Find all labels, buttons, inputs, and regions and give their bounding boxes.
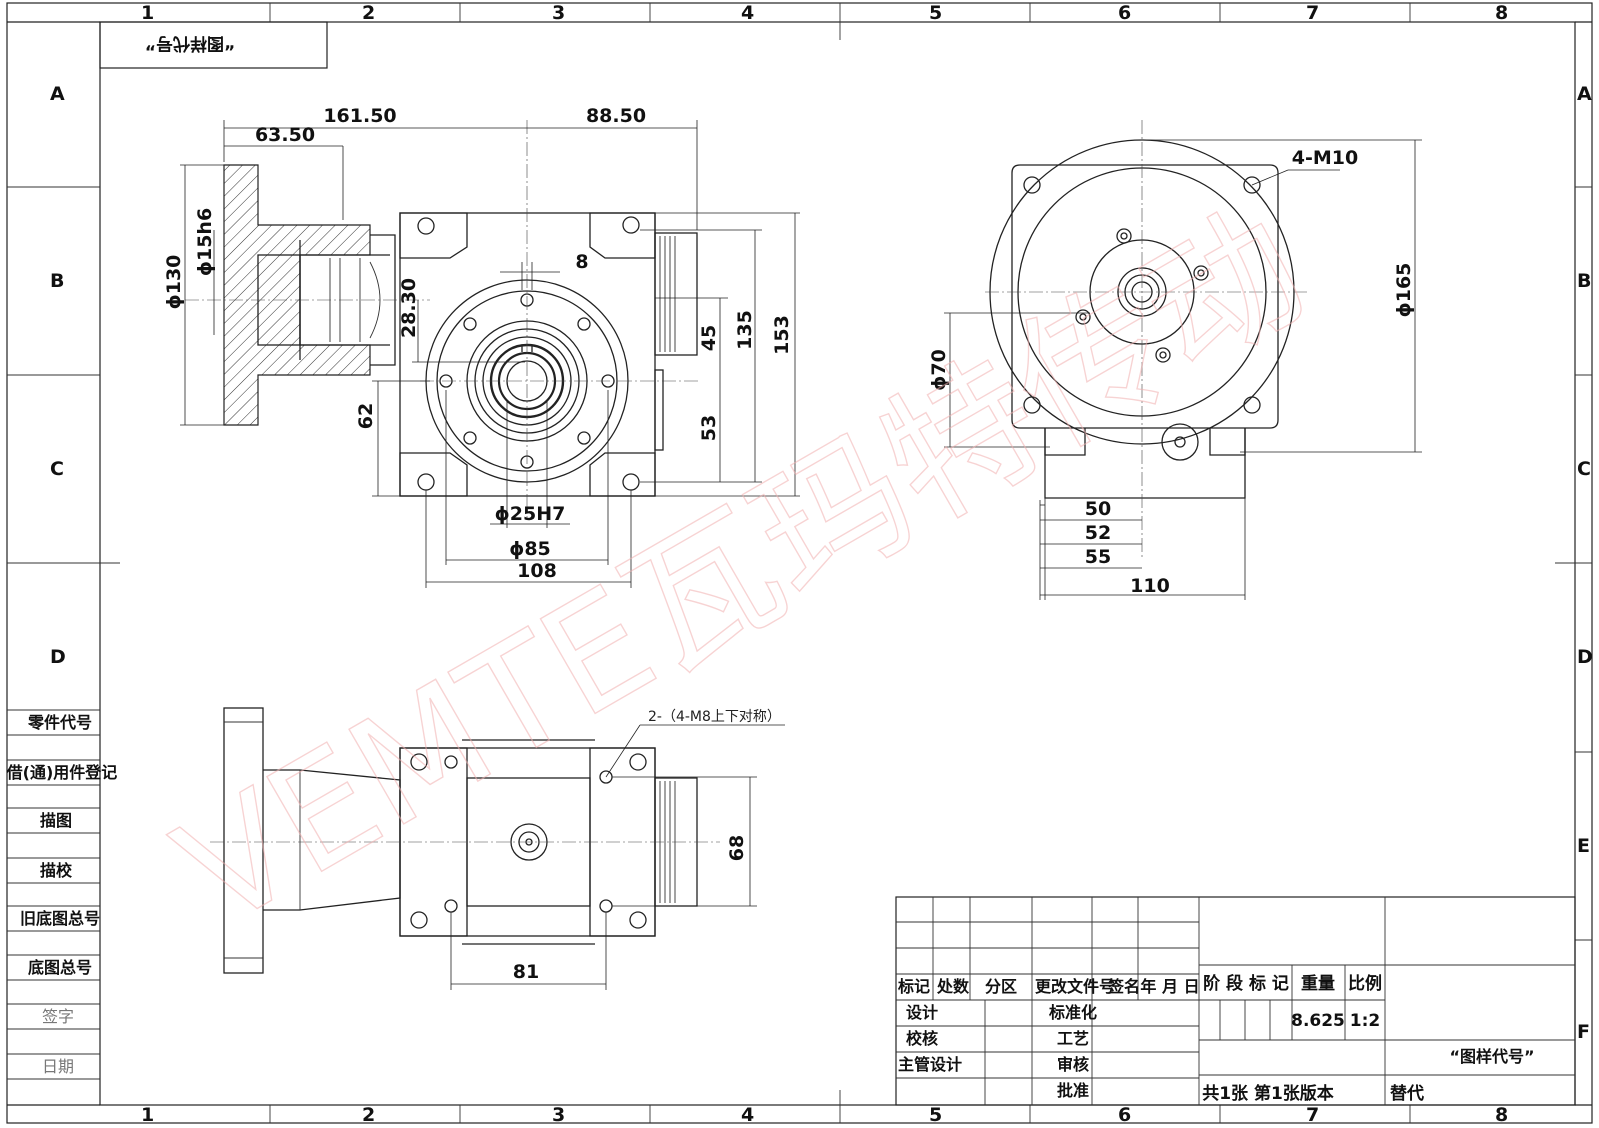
tb-weight-value: 8.625 (1291, 1011, 1345, 1031)
tb-role-design: 设计 (906, 1003, 938, 1022)
motor-fins (654, 232, 698, 356)
dim-45: 45 (698, 325, 720, 351)
zone-column-ticks (269, 3, 1411, 1123)
col-label: 5 (929, 1104, 942, 1126)
side-label-date: 日期 (42, 1057, 74, 1076)
row-label: D (50, 646, 66, 668)
dim-161-50: 161.50 (323, 105, 396, 127)
dim-135: 135 (734, 310, 756, 350)
dim-108: 108 (517, 560, 557, 582)
col-label: 1 (141, 1104, 154, 1126)
dim-55: 55 (1085, 546, 1111, 568)
dim-62: 62 (355, 403, 377, 429)
tb-header-mark: 标记 (897, 977, 930, 996)
side-panel: 零件代号 借(通)用件登记 描图 描校 旧底图总号 底图总号 签字 日期 (6, 709, 118, 1080)
dim-phi-130: ϕ130 (163, 255, 185, 310)
col-label: 8 (1495, 2, 1508, 24)
top-input-flange (223, 707, 264, 974)
dim-phi-70: ϕ70 (928, 349, 950, 391)
end-view: 4-M10 ϕ165 ϕ70 50 52 55 110 (928, 120, 1422, 600)
side-label-old-base: 旧底图总号 (20, 909, 100, 928)
tb-header-zone: 分区 (985, 977, 1017, 996)
row-label: D (1577, 646, 1593, 668)
tb-role-process: 工艺 (1057, 1029, 1089, 1048)
row-label: B (50, 270, 64, 292)
dim-8: 8 (575, 251, 588, 273)
col-label: 2 (362, 1104, 375, 1126)
col-label: 2 (362, 2, 375, 24)
tb-role-check: 校核 (906, 1029, 938, 1048)
col-label: 6 (1118, 1104, 1131, 1126)
dim-phi-85: ϕ85 (509, 538, 551, 560)
corner-code: “图样代号” (145, 33, 235, 54)
dim-153: 153 (771, 315, 793, 355)
tb-header-date: 年 月 日 (1140, 977, 1199, 996)
col-label: 8 (1495, 1104, 1508, 1126)
side-label-part-code: 零件代号 (27, 713, 92, 732)
col-label: 3 (552, 1104, 565, 1126)
col-label: 6 (1118, 2, 1131, 24)
col-label: 7 (1306, 2, 1319, 24)
tb-role-review: 审核 (1057, 1055, 1089, 1074)
row-label: A (50, 83, 65, 105)
input-flange-section (223, 164, 371, 426)
row-label: B (1577, 270, 1591, 292)
tb-scale-label: 比例 (1348, 973, 1382, 994)
col-label: 5 (929, 2, 942, 24)
tb-weight-label: 重量 (1301, 973, 1335, 994)
tb-role-approve: 批准 (1057, 1081, 1089, 1100)
dim-110: 110 (1130, 575, 1170, 597)
row-label: C (1577, 458, 1591, 480)
row-label: C (50, 458, 64, 480)
row-labels-left: A B C D (50, 83, 66, 668)
side-label-base-total: 底图总号 (28, 958, 92, 977)
top-view: 2-（4-M8上下对称） 68 81 (210, 707, 785, 990)
tb-role-lead: 主管设计 (898, 1055, 962, 1074)
tb-scale-value: 1:2 (1350, 1011, 1380, 1031)
dim-4-m10: 4-M10 (1292, 147, 1358, 169)
tb-header-sign: 签名 (1107, 977, 1140, 996)
tb-role-standard: 标准化 (1048, 1003, 1097, 1022)
dim-28-30: 28.30 (398, 278, 420, 338)
dim-phi-165: ϕ165 (1393, 263, 1415, 318)
side-label-sign: 签字 (42, 1007, 74, 1026)
inner-border (99, 21, 1576, 1106)
col-label: 1 (141, 2, 154, 24)
corner-code-box (99, 21, 328, 69)
motor-square-flange (1011, 164, 1279, 429)
row-label: A (1577, 83, 1592, 105)
tb-replace: 替代 (1390, 1083, 1424, 1104)
dim-53: 53 (698, 415, 720, 441)
tb-header-change-doc: 更改文件号 (1035, 977, 1115, 996)
row-label: E (1577, 835, 1590, 857)
dim-81: 81 (513, 961, 539, 983)
col-label: 3 (552, 2, 565, 24)
col-label: 4 (741, 1104, 754, 1126)
col-label: 4 (741, 2, 754, 24)
dim-88-50: 88.50 (586, 105, 646, 127)
column-labels-bottom: 1 2 3 4 5 6 7 8 (141, 1104, 1508, 1126)
dim-52: 52 (1085, 522, 1111, 544)
dim-phi-25h7: ϕ25H7 (495, 503, 566, 525)
column-labels-top: 1 2 3 4 5 6 7 8 (141, 2, 1508, 24)
side-label-tracing: 描图 (40, 811, 72, 830)
dim-63-50: 63.50 (255, 124, 315, 146)
dim-68: 68 (726, 835, 748, 861)
dim-50: 50 (1085, 498, 1111, 520)
row-label: F (1577, 1021, 1590, 1043)
note-4-m8: 2-（4-M8上下对称） (648, 709, 781, 725)
side-label-borrowed: 借(通)用件登记 (6, 763, 118, 782)
side-label-trace-check: 描校 (40, 861, 73, 880)
front-view: 161.50 88.50 63.50 ϕ130 ϕ15h6 8 28.30 (163, 105, 800, 588)
dim-phi-15h6: ϕ15h6 (194, 208, 216, 276)
tb-drawing-code: “图样代号” (1449, 1047, 1534, 1066)
title-block: 标记 处数 分区 更改文件号 签名 年 月 日 设计 校核 主管设计 标准化 工… (895, 896, 1576, 1106)
row-labels-right: A B C D E F (1577, 83, 1593, 1043)
tb-stage-label: 阶 段 标 记 (1203, 973, 1289, 994)
col-label: 7 (1306, 1104, 1319, 1126)
tb-header-count: 处数 (936, 977, 970, 996)
zone-row-ticks (7, 186, 1592, 941)
tb-sheets: 共1张 第1张版本 (1202, 1083, 1334, 1104)
